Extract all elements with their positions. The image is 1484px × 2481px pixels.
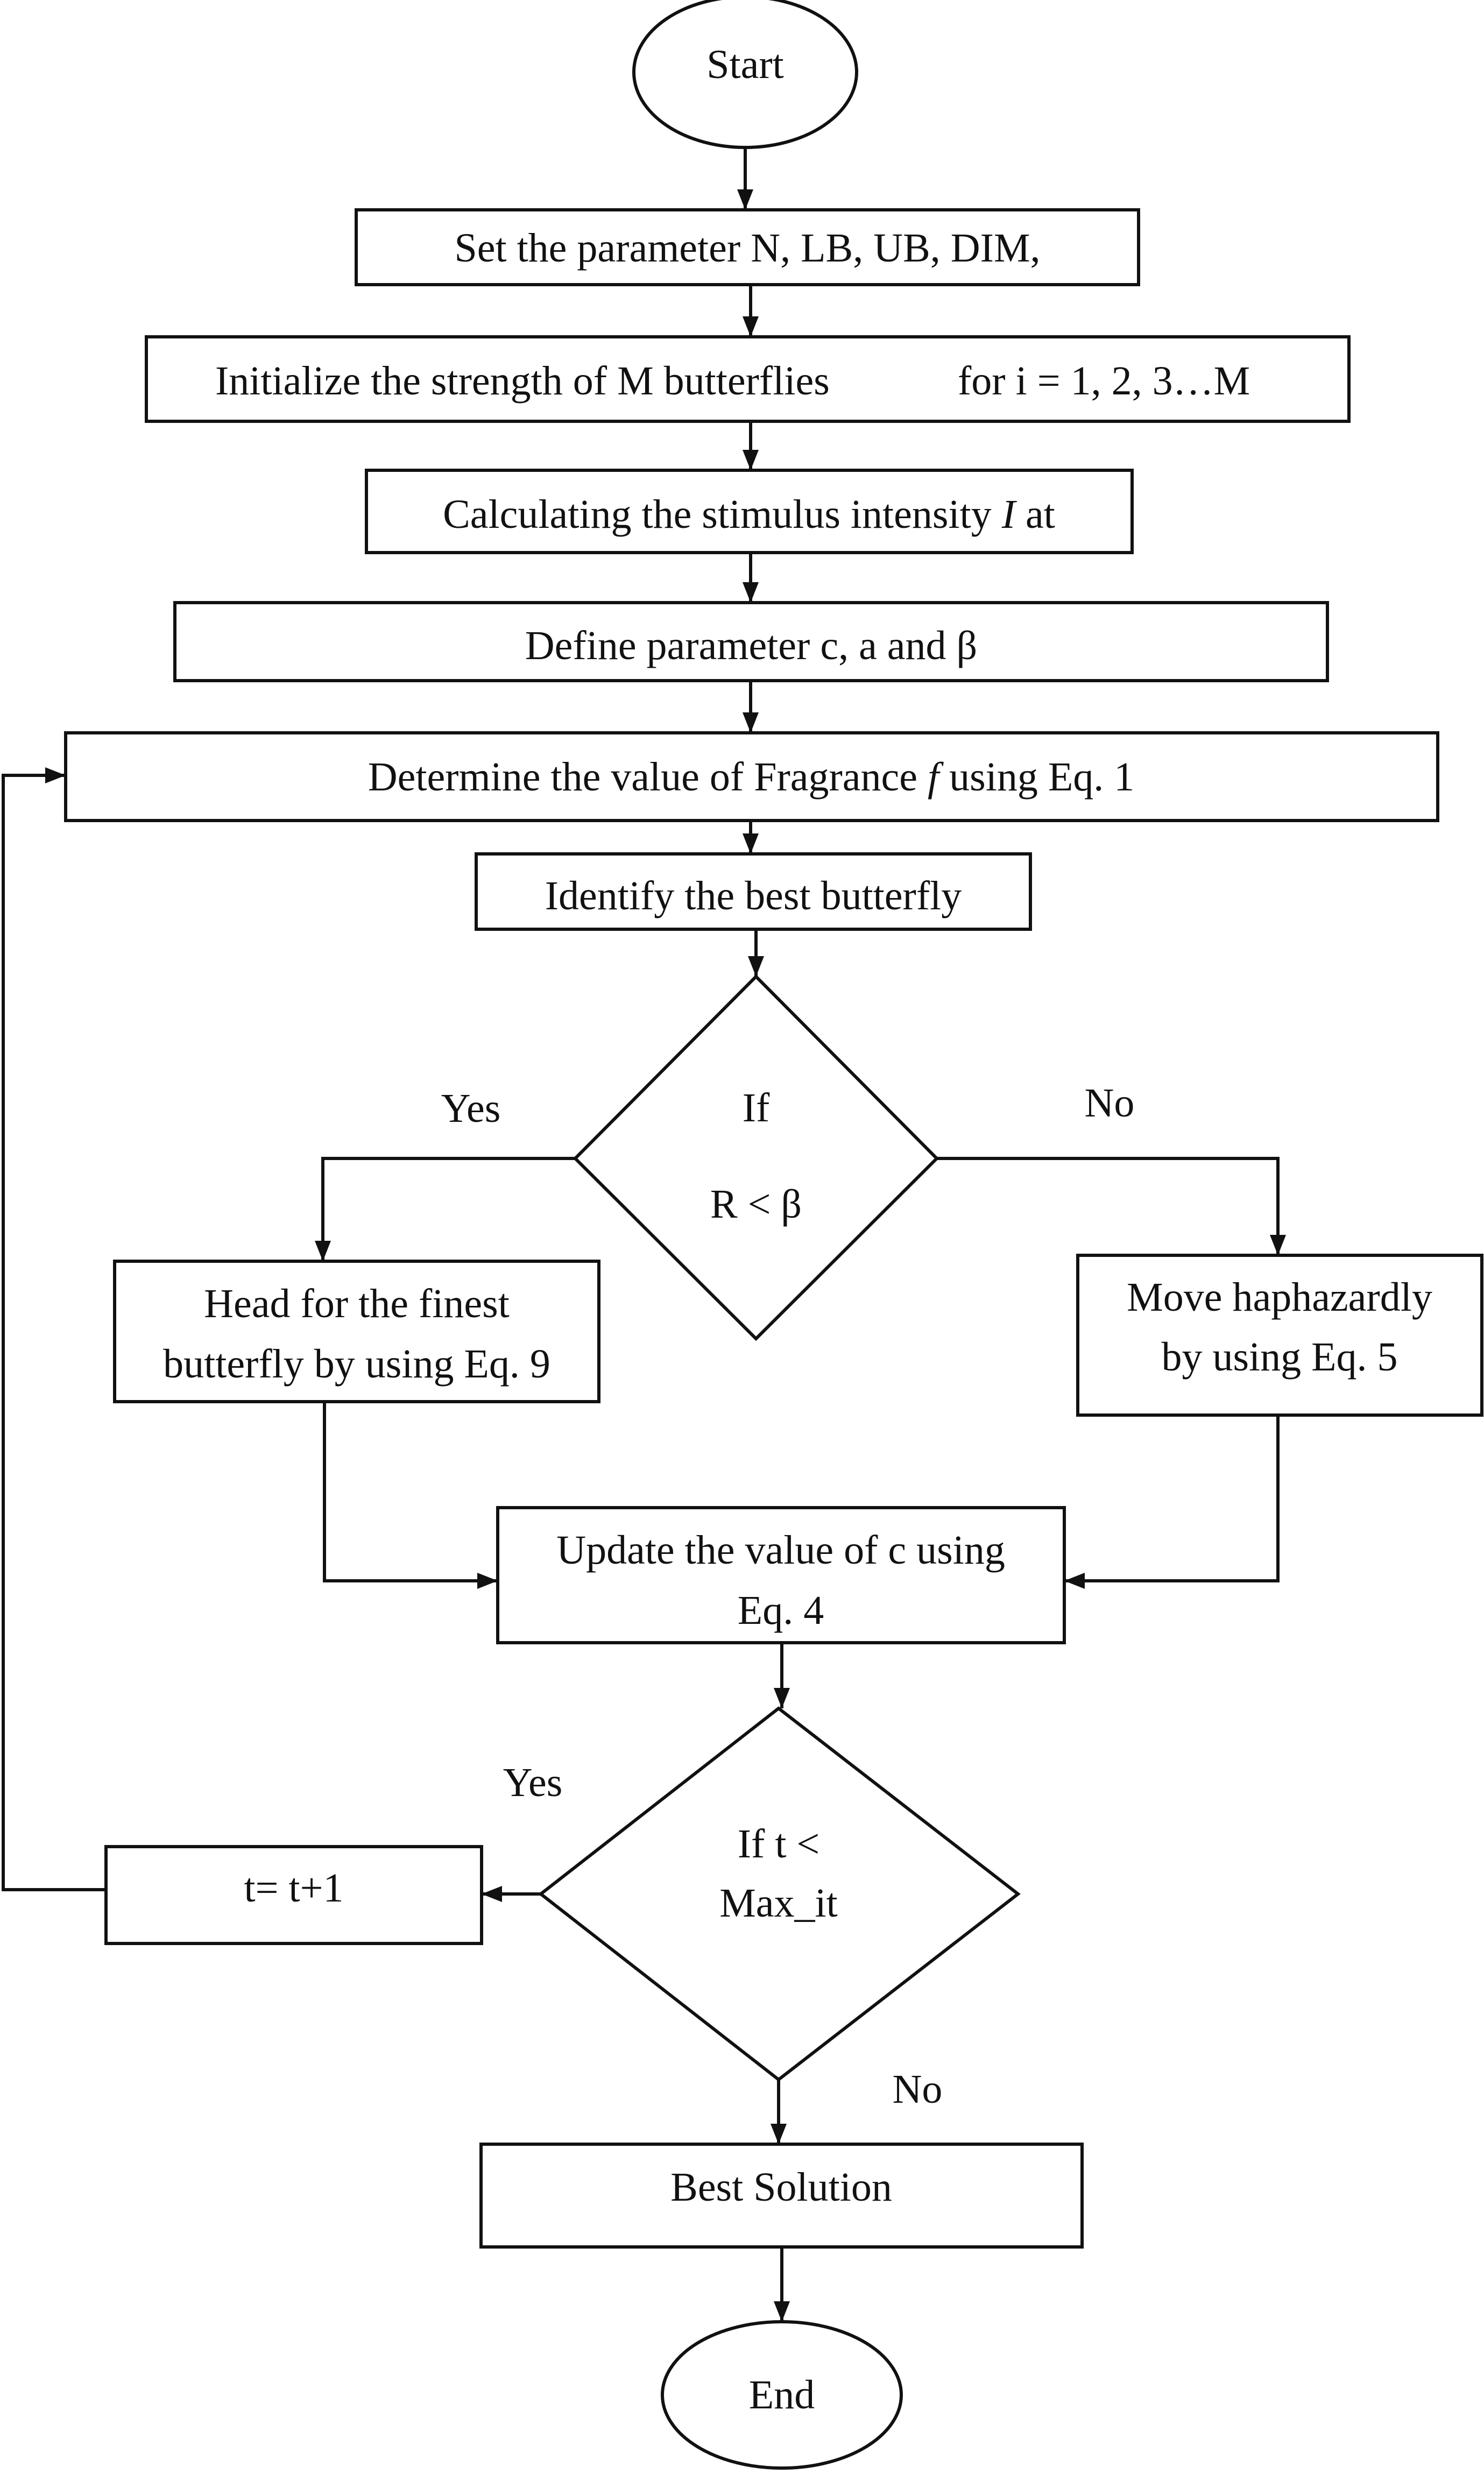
decision-2-label-line1: If t <: [738, 1821, 820, 1867]
start-terminal: [632, 0, 858, 149]
node-end: End: [661, 2320, 903, 2470]
end-label: End: [749, 2372, 815, 2418]
set-params-label: Set the parameter N, LB, UB, DIM,: [454, 225, 1040, 271]
update-c-label-line1: Update the value of c using: [556, 1528, 1005, 1573]
arrowhead: [771, 2124, 787, 2144]
node-identify-best: Identify the best butterfly: [475, 852, 1032, 931]
decision-1-label-line2: R < β: [710, 1182, 802, 1227]
increment-box: [104, 1845, 483, 1945]
arrowhead: [1064, 1573, 1085, 1589]
fragrance-box: [64, 731, 1439, 822]
initialize-label: Initialize the strength of M butterflies: [215, 358, 830, 404]
arrowhead: [743, 833, 759, 854]
decision-1-diamond: [573, 974, 939, 1341]
start-label: Start: [706, 42, 784, 87]
arrowhead: [743, 450, 759, 470]
head-finest-label-line1: Head for the finest: [204, 1281, 510, 1326]
decision-2-label-line2: Max_it: [719, 1881, 838, 1926]
update-c-box: [496, 1506, 1066, 1644]
best-solution-label: Best Solution: [670, 2165, 892, 2210]
head-finest-label-line2: butterfly by using Eq. 9: [163, 1341, 550, 1387]
decision-1-yes-label: Yes: [441, 1086, 501, 1131]
end-terminal: [661, 2320, 903, 2470]
arrowhead: [743, 316, 759, 337]
identify-best-label: Identify the best butterfly: [545, 873, 962, 918]
initialize-box: [145, 335, 1351, 423]
arrowhead: [743, 712, 759, 733]
arrowhead: [482, 1886, 502, 1902]
node-update-c: Update the value of c using Eq. 4: [496, 1506, 1066, 1644]
head-finest-box: [113, 1260, 600, 1403]
edge-head-to-update: [323, 1402, 498, 1582]
node-decision-2: If t < Max_it: [538, 1706, 1021, 2082]
decision-2-yes-label: Yes: [503, 1760, 563, 1805]
define-params-label: Define parameter c, a and β: [525, 623, 977, 668]
arrowhead: [743, 582, 759, 603]
node-best-solution: Best Solution: [479, 2143, 1084, 2249]
initialize-index-label: for i = 1, 2, 3…M: [958, 358, 1250, 404]
node-calc-stimulus: Calculating the stimulus intensity I at: [365, 469, 1134, 554]
node-initialize: Initialize the strength of M butterflies…: [145, 335, 1351, 423]
arrowhead: [45, 767, 66, 783]
node-fragrance: Determine the value of Fragrance f using…: [64, 731, 1439, 822]
update-c-label-line2: Eq. 4: [738, 1588, 824, 1633]
node-set-params: Set the parameter N, LB, UB, DIM,: [355, 208, 1140, 286]
move-random-label-line2: by using Eq. 5: [1161, 1334, 1397, 1380]
edge-decision1-yes: [321, 1157, 575, 1261]
node-move-random: Move haphazardly by using Eq. 5: [1076, 1254, 1483, 1417]
edge-move-to-update: [1064, 1415, 1280, 1582]
move-random-box: [1076, 1254, 1483, 1417]
fragrance-text: Determine the value of Fragrance: [368, 754, 928, 800]
arrowhead: [774, 1688, 790, 1708]
arrowhead: [315, 1241, 331, 1261]
calc-stimulus-text: Calculating the stimulus intensity: [443, 492, 1002, 537]
node-define-params: Define parameter c, a and β: [173, 601, 1329, 682]
node-start: Start: [632, 0, 858, 149]
decision-1-no-label: No: [1085, 1080, 1135, 1126]
calc-stimulus-suffix: at: [1015, 492, 1055, 537]
best-solution-box: [479, 2143, 1084, 2249]
calc-stimulus-label: Calculating the stimulus intensity I at: [443, 492, 1055, 537]
arrowhead: [737, 189, 753, 210]
identify-best-box: [475, 852, 1032, 931]
calc-stimulus-box: [365, 469, 1134, 554]
decision-2-no-label: No: [893, 2067, 943, 2112]
node-decision-1: If R < β: [573, 974, 939, 1341]
decision-2-diamond: [538, 1706, 1021, 2082]
edge-decision1-no: [937, 1157, 1280, 1255]
decision-1-label-line1: If: [743, 1085, 770, 1130]
arrowhead: [477, 1573, 498, 1589]
calc-stimulus-symbol: I: [1001, 492, 1017, 537]
arrowhead: [1270, 1235, 1286, 1255]
arrowhead: [748, 956, 764, 977]
node-increment: t= t+1: [104, 1845, 483, 1945]
fragrance-label: Determine the value of Fragrance f using…: [368, 754, 1135, 800]
fragrance-suffix: using Eq. 1: [939, 754, 1134, 800]
node-head-finest: Head for the finest butterfly by using E…: [113, 1260, 600, 1403]
define-params-box: [173, 601, 1329, 682]
increment-label: t= t+1: [244, 1865, 344, 1911]
set-params-box: [355, 208, 1140, 286]
arrowhead: [774, 2301, 790, 2322]
move-random-label-line1: Move haphazardly: [1127, 1275, 1432, 1320]
edges: [2, 149, 1286, 2322]
edge-loop-back: [2, 774, 106, 1891]
